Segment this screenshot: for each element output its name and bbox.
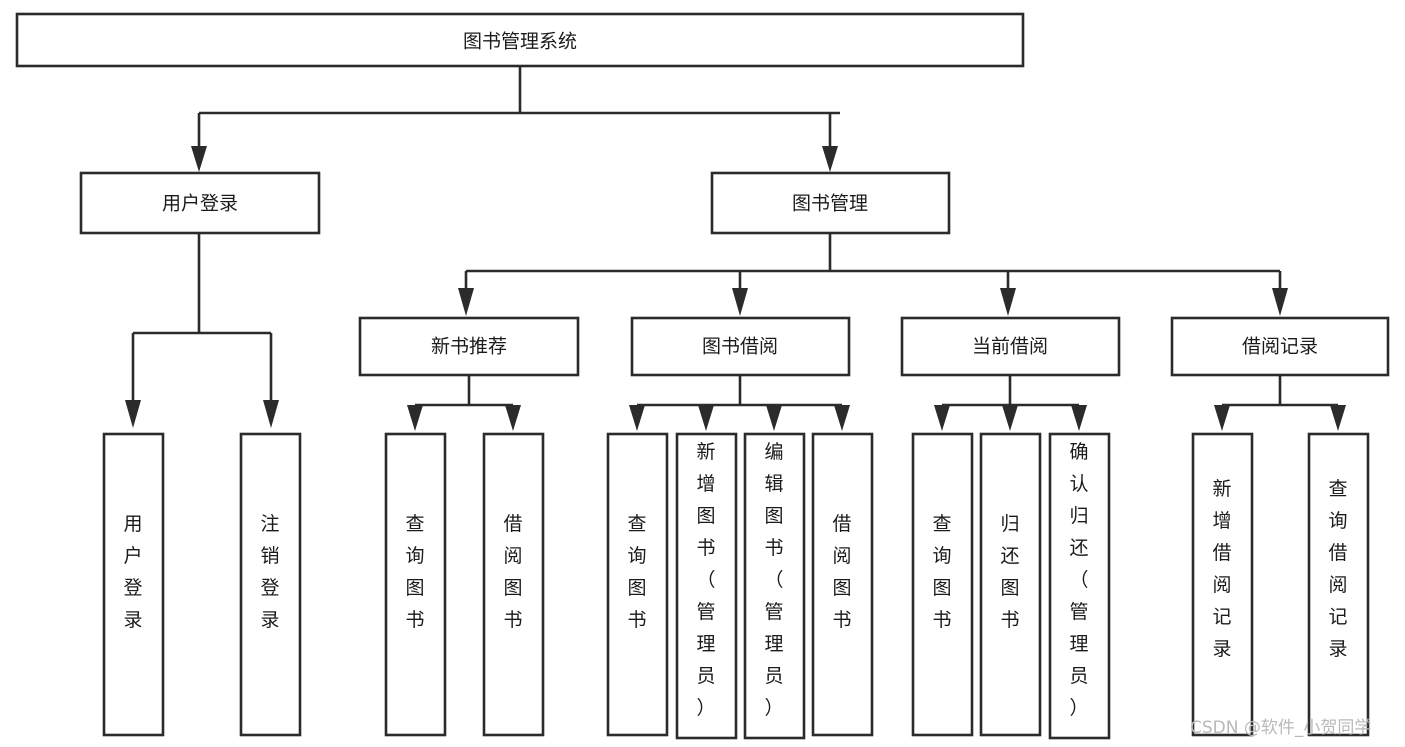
edge-group-root xyxy=(191,66,840,172)
leaf-edit-book-box[interactable] xyxy=(743,432,806,740)
arrowhead-leaf-query-book-2 xyxy=(629,405,645,431)
leaf-borrow-book-1-box[interactable] xyxy=(482,432,545,737)
leaf-query-book-2[interactable]: 查询图书 xyxy=(606,432,669,737)
arrowhead-new-book-recommend xyxy=(458,288,474,316)
leaf-query-book-3-label: 查询图书 xyxy=(932,513,951,631)
leaf-query-book-2-label: 查询图书 xyxy=(627,513,646,631)
arrowhead-leaf-return-book xyxy=(1002,405,1018,431)
leaf-query-book-1-box[interactable] xyxy=(384,432,447,737)
node-book-borrow-box[interactable] xyxy=(630,316,851,377)
node-user-login-box[interactable] xyxy=(79,171,321,235)
leaf-borrow-book-1[interactable]: 借阅图书 xyxy=(482,432,545,737)
node-root-box[interactable] xyxy=(15,12,1025,68)
node-book-borrow-label: 图书借阅 xyxy=(702,336,778,358)
node-current-borrow[interactable]: 当前借阅 xyxy=(900,316,1121,377)
arrowhead-leaf-user-login xyxy=(125,400,141,428)
arrowhead-book-management xyxy=(822,146,838,172)
leaf-confirm-return-box[interactable] xyxy=(1048,432,1111,740)
leaf-add-book[interactable]: 新增图书（管理员） xyxy=(675,432,738,740)
leaf-user-logout[interactable]: 注销登录 xyxy=(239,432,302,737)
leaf-user-login-box[interactable] xyxy=(102,432,165,737)
leaf-borrow-book-2-box[interactable] xyxy=(811,432,874,737)
arrowhead-leaf-add-record xyxy=(1214,405,1230,431)
node-new-book-recommend-label: 新书推荐 xyxy=(431,336,507,358)
leaf-add-record-box[interactable] xyxy=(1191,432,1254,737)
leaf-query-record-box[interactable] xyxy=(1307,432,1370,737)
leaf-user-logout-label: 注销登录 xyxy=(260,513,279,631)
leaf-add-record[interactable]: 新增借阅记录 xyxy=(1191,432,1254,737)
node-borrow-record-label: 借阅记录 xyxy=(1242,336,1318,358)
arrowhead-leaf-borrow-book-2 xyxy=(834,405,850,431)
node-current-borrow-box[interactable] xyxy=(900,316,1121,377)
node-root-label: 图书管理系统 xyxy=(463,31,577,53)
node-current-borrow-label: 当前借阅 xyxy=(972,336,1048,358)
leaf-user-login-label: 用户登录 xyxy=(123,513,142,631)
arrowhead-user-login xyxy=(191,146,207,172)
leaf-borrow-book-2-label: 借阅图书 xyxy=(832,513,851,631)
leaf-query-book-2-box[interactable] xyxy=(606,432,669,737)
leaf-confirm-return[interactable]: 确认归还（管理员） xyxy=(1048,432,1111,740)
node-root[interactable]: 图书管理系统 xyxy=(15,12,1025,68)
edge-group-book-borrow xyxy=(629,375,850,431)
leaf-add-record-label: 新增借阅记录 xyxy=(1212,478,1231,660)
leaf-edit-book[interactable]: 编辑图书（管理员） xyxy=(743,432,806,740)
arrowhead-leaf-confirm-return xyxy=(1071,405,1087,431)
leaf-add-book-box[interactable] xyxy=(675,432,738,740)
node-user-login-label: 用户登录 xyxy=(162,193,238,215)
leaf-borrow-book-1-label: 借阅图书 xyxy=(503,513,522,631)
node-book-borrow[interactable]: 图书借阅 xyxy=(630,316,851,377)
leaf-query-record-label: 查询借阅记录 xyxy=(1328,478,1347,660)
leaf-user-login[interactable]: 用户登录 xyxy=(102,432,165,737)
leaf-edit-book-label: 编辑图书（管理员） xyxy=(764,441,783,719)
edge-group-borrow-record xyxy=(1214,375,1346,431)
arrowhead-current-borrow xyxy=(1000,288,1016,316)
node-book-management-box[interactable] xyxy=(710,171,951,235)
arrowhead-leaf-query-book-1 xyxy=(407,405,423,431)
node-user-login[interactable]: 用户登录 xyxy=(79,171,321,235)
edge-group-new-book-recommend xyxy=(407,375,521,431)
node-borrow-record-box[interactable] xyxy=(1170,316,1390,377)
arrowhead-leaf-edit-book xyxy=(766,405,782,431)
edge-group-book-management xyxy=(458,233,1288,316)
node-book-management-label: 图书管理 xyxy=(792,193,868,215)
node-new-book-recommend[interactable]: 新书推荐 xyxy=(358,316,580,377)
leaf-return-book-label: 归还图书 xyxy=(1000,513,1019,631)
arrowhead-borrow-record xyxy=(1272,288,1288,316)
edge-group-user-login xyxy=(125,233,279,428)
arrowhead-leaf-add-book xyxy=(698,405,714,431)
leaf-query-record[interactable]: 查询借阅记录 xyxy=(1307,432,1370,737)
leaf-return-book-box[interactable] xyxy=(979,432,1042,737)
leaf-query-book-1-label: 查询图书 xyxy=(405,513,424,631)
arrowhead-leaf-query-book-3 xyxy=(934,405,950,431)
leaf-return-book[interactable]: 归还图书 xyxy=(979,432,1042,737)
arrowhead-leaf-borrow-book-1 xyxy=(505,405,521,431)
leaf-query-book-3-box[interactable] xyxy=(911,432,974,737)
node-new-book-recommend-box[interactable] xyxy=(358,316,580,377)
leaf-query-book-3[interactable]: 查询图书 xyxy=(911,432,974,737)
leaf-confirm-return-label: 确认归还（管理员） xyxy=(1069,441,1088,719)
arrowhead-book-borrow xyxy=(732,288,748,316)
node-borrow-record[interactable]: 借阅记录 xyxy=(1170,316,1390,377)
edge-group-current-borrow xyxy=(934,375,1087,431)
arrowhead-leaf-user-logout xyxy=(263,400,279,428)
node-book-management[interactable]: 图书管理 xyxy=(710,171,951,235)
leaf-user-logout-box[interactable] xyxy=(239,432,302,737)
watermark-label: CSDN @软件_小贺同学 xyxy=(1190,718,1371,738)
leaf-add-book-label: 新增图书（管理员） xyxy=(696,441,715,719)
leaf-borrow-book-2[interactable]: 借阅图书 xyxy=(811,432,874,737)
arrowhead-leaf-query-record xyxy=(1330,405,1346,431)
leaf-query-book-1[interactable]: 查询图书 xyxy=(384,432,447,737)
